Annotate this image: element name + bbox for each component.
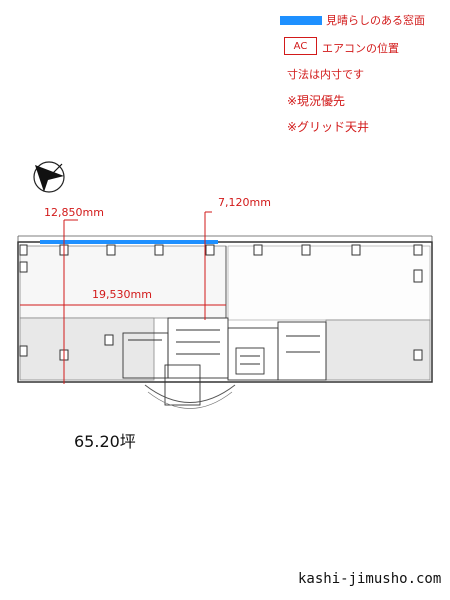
inner-dimension-note: 寸法は内寸です xyxy=(287,68,364,81)
ac-legend-label: エアコンの位置 xyxy=(322,42,399,55)
depth-left-label: 12,850mm xyxy=(44,206,104,219)
ac-legend-box: AC xyxy=(284,37,317,55)
floor-area-label: 65.20坪 xyxy=(74,432,136,451)
compass-icon xyxy=(33,161,65,193)
site-url: kashi-jimusho.com xyxy=(298,571,442,587)
depth-right-label: 7,120mm xyxy=(218,196,271,209)
ceiling-note: ※グリッド天井 xyxy=(287,120,370,134)
window-legend-label: 見晴らしのある窓面 xyxy=(326,14,425,27)
priority-note: ※現況優先 xyxy=(287,94,346,108)
window-legend-swatch xyxy=(280,16,322,25)
width-label: 19,530mm xyxy=(92,288,152,301)
